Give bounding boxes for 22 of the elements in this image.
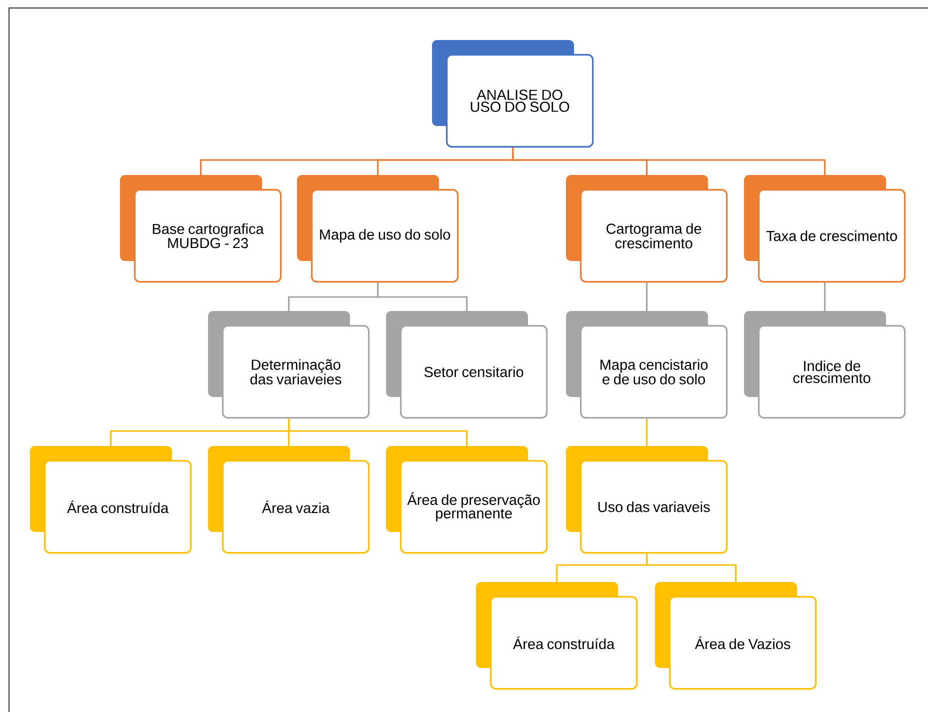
process-box: Área construída (30, 446, 192, 554)
process-box: Uso das variaveis (566, 446, 728, 554)
process-box: Área vazia (208, 446, 370, 554)
connector (824, 282, 826, 311)
process-box: Indice de crescimento (744, 311, 906, 419)
process-box: Base cartografica MUBDG - 23 (120, 175, 282, 283)
connector (377, 282, 468, 311)
process-box: Área de preservação permanente (386, 446, 548, 554)
process-box: Cartograma de crescimento (566, 175, 728, 283)
process-box: ANALISE DO USO DO SOLO (432, 40, 594, 148)
process-box: Taxa de crescimento (744, 175, 906, 283)
connector (646, 554, 737, 582)
process-box: Mapa cencistario e de uso do solo (566, 311, 728, 419)
connector (512, 148, 826, 175)
connector (288, 418, 468, 446)
connector (646, 282, 648, 311)
process-box: Área de Vazios (655, 582, 817, 690)
connector (646, 418, 648, 446)
process-box: Determinação das variaveies (208, 311, 370, 419)
process-box: Setor censitario (386, 311, 548, 419)
process-box: Área construída (476, 582, 638, 690)
process-box: Mapa de uso do solo (297, 175, 459, 283)
